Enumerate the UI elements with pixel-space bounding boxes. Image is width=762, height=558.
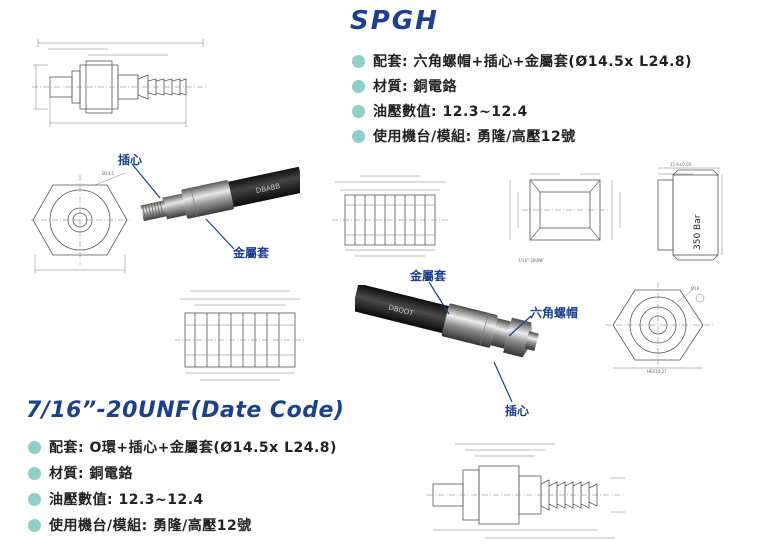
callout-metal-sleeve-mid: 金屬套 <box>410 269 447 283</box>
drawing-cross-section-top <box>332 175 448 257</box>
top-spec-item: 油壓數值: 12.3~12.4 <box>352 100 528 122</box>
bottom-spec-item: 油壓數值: 12.3~12.4 <box>28 488 204 510</box>
width-dimension-label: 15.6±0.05 <box>670 162 692 167</box>
drawing-side-view-right: 15.6±0.05 350 Bar <box>657 162 723 261</box>
diameter-label: Ø16 <box>691 286 700 291</box>
bottom-section-title: 7/16”-20UNF(Date Code) <box>26 398 345 423</box>
callout-leader-line <box>508 315 532 337</box>
bottom-spec-item: 使用機台/模組: 勇隆/高壓12號 <box>28 514 252 536</box>
bullet-icon <box>352 54 365 68</box>
callout-leader-line <box>205 218 235 250</box>
callout-insert-bottom: 插心 <box>505 404 530 418</box>
top-spec-text: 配套: 六角螺帽+插心+金屬套(Ø14.5x L24.8) <box>373 54 693 70</box>
callout-metal-sleeve-top: 金屬套 <box>233 246 270 260</box>
bar-rating-text: 350 Bar <box>693 214 703 250</box>
unf-dimension-label: 7/16"-20UNF <box>518 258 544 263</box>
top-section-title: SPGH <box>350 6 439 36</box>
top-spec-item: 使用機台/模組: 勇隆/高壓12號 <box>352 125 576 147</box>
callout-leader-line <box>493 361 513 403</box>
callout-leader-line <box>131 163 161 199</box>
hose-fitting-photo-top: DBABB <box>140 166 300 222</box>
drawing-hex-front-right: Ø16 HEX14.27 <box>605 282 713 374</box>
top-spec-item: 材質: 銅電鉻 <box>352 75 457 97</box>
top-spec-text: 油壓數值: 12.3~12.4 <box>373 104 528 120</box>
bottom-spec-text: 材質: 銅電鉻 <box>49 466 133 482</box>
bullet-icon <box>28 518 41 532</box>
callout-leader-line <box>428 281 450 315</box>
hex-dimension-label: HEX14.27 <box>647 369 667 374</box>
bullet-icon <box>352 129 365 143</box>
bullet-icon <box>352 104 365 118</box>
bullet-icon <box>352 79 365 93</box>
bottom-spec-text: 油壓數值: 12.3~12.4 <box>49 492 204 508</box>
drawing-side-view-top <box>32 39 208 127</box>
bottom-spec-item: 材質: 銅電鉻 <box>28 462 133 484</box>
bottom-spec-text: 使用機台/模組: 勇隆/高壓12號 <box>49 518 252 534</box>
bullet-icon <box>28 466 41 480</box>
callout-hex-nut: 六角螺帽 <box>530 306 579 320</box>
bullet-icon <box>28 440 41 454</box>
callout-insert-top: 插心 <box>118 153 143 167</box>
bottom-spec-text: 配套: O環+插心+金屬套(Ø14.5x L24.8) <box>49 440 337 456</box>
top-spec-text: 材質: 銅電鉻 <box>373 79 457 95</box>
drawing-sleeve-section: 7/16"-20UNF <box>509 173 621 263</box>
svg-text:Ø14.5: Ø14.5 <box>102 171 115 176</box>
top-spec-item: 配套: 六角螺帽+插心+金屬套(Ø14.5x L24.8) <box>352 50 692 72</box>
bullet-icon <box>28 492 41 506</box>
bottom-spec-item: 配套: O環+插心+金屬套(Ø14.5x L24.8) <box>28 436 337 458</box>
hose-fitting-photo-mid: DBOOT <box>355 285 539 358</box>
drawing-hex-front-top: Ø14.5 <box>30 171 130 273</box>
drawing-side-view-bottom <box>427 443 625 539</box>
top-spec-text: 使用機台/模組: 勇隆/高壓12號 <box>373 129 576 145</box>
drawing-cross-section-mid <box>174 290 306 381</box>
